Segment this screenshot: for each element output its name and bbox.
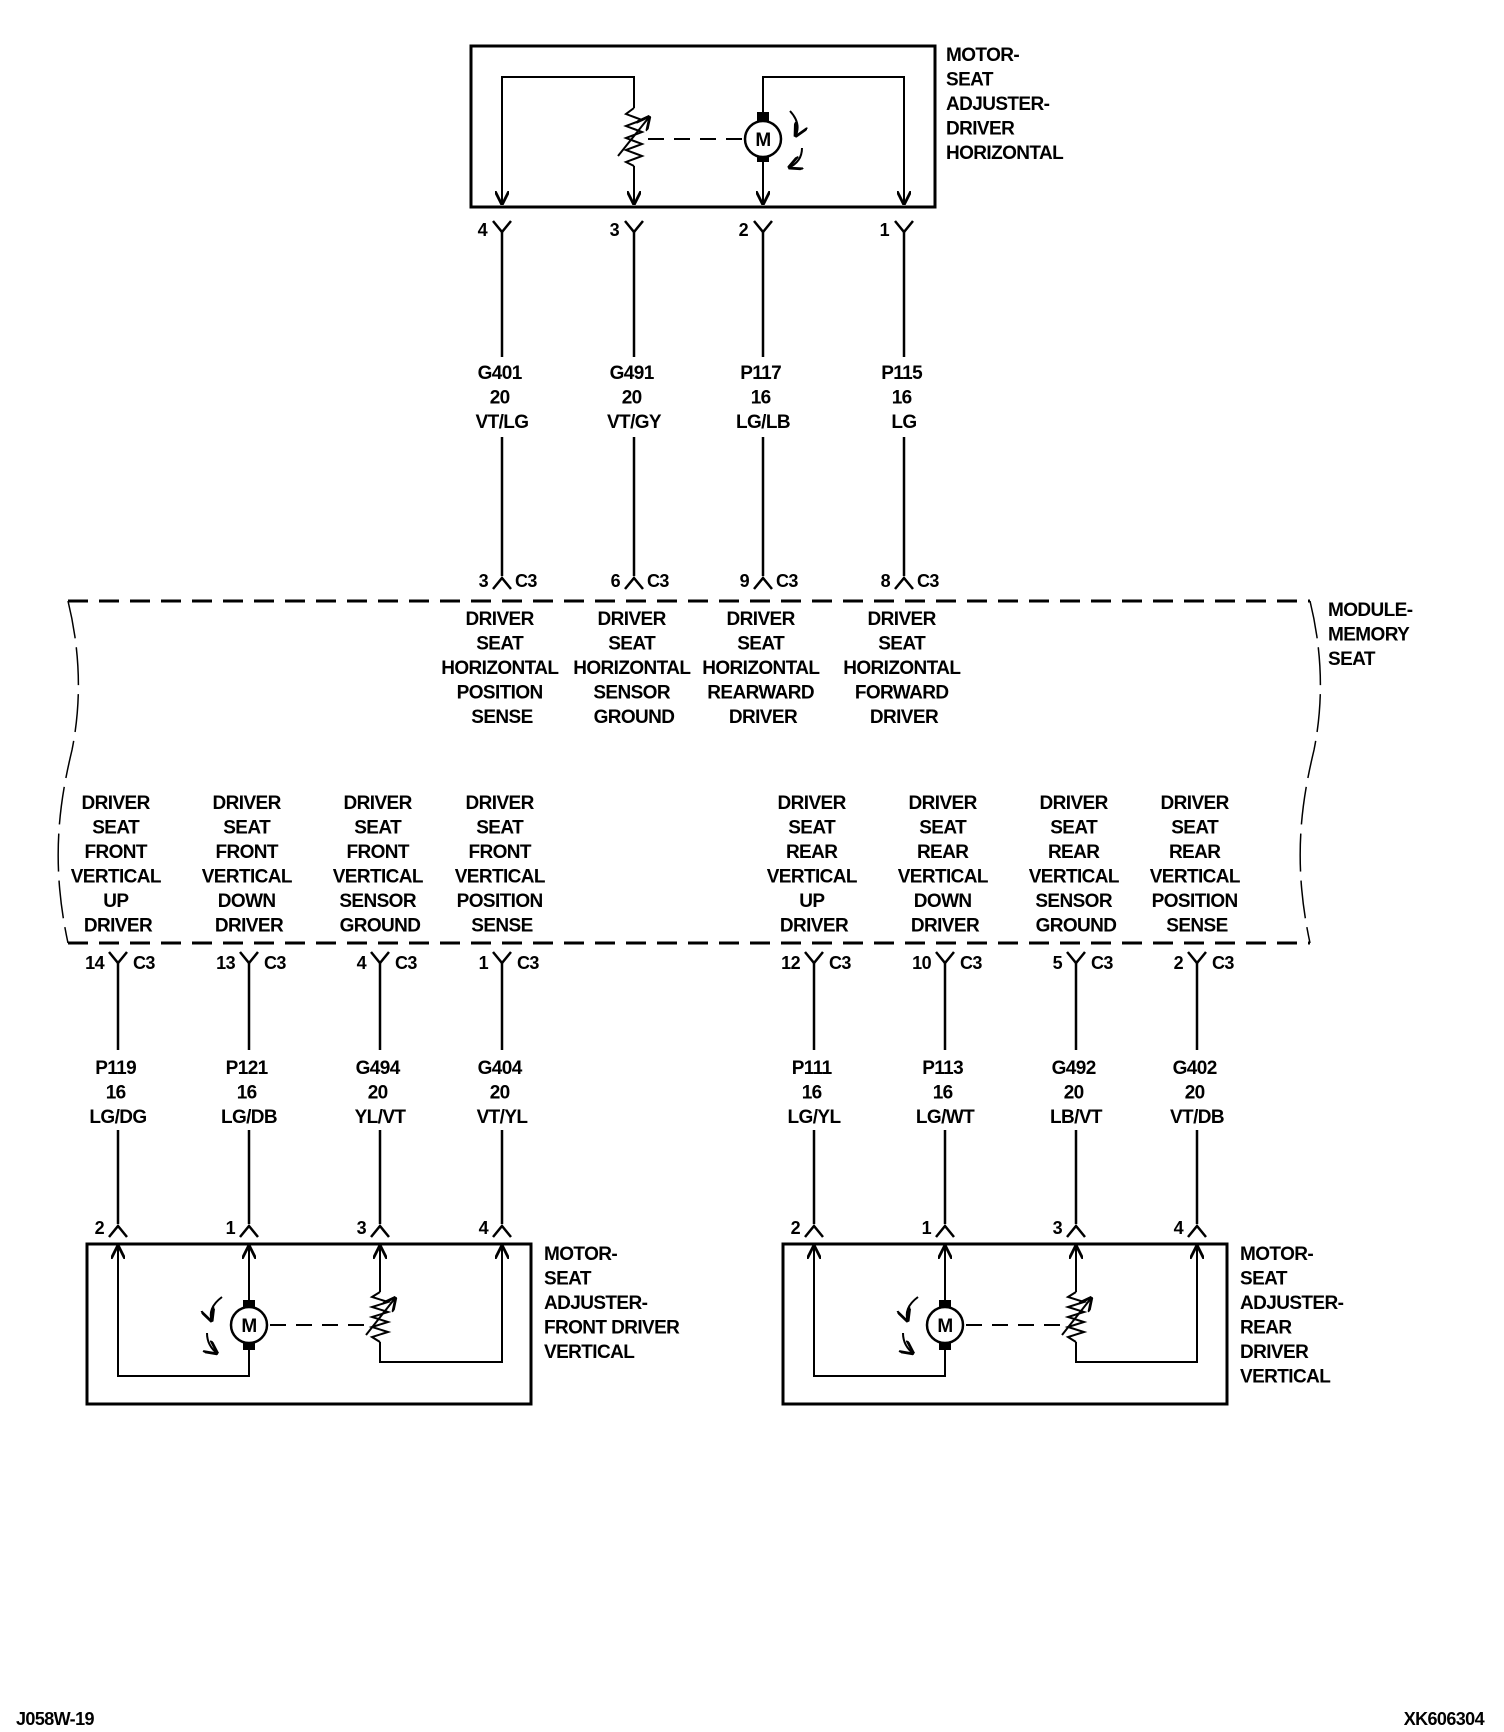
pin-function: DRIVER SEAT HORIZONTAL SENSOR GROUND [573, 609, 694, 728]
rotation-arrow-icon [788, 147, 802, 168]
wire-label: P121 16 LG/DB [221, 1058, 277, 1128]
front-motor-box [85, 1242, 533, 1406]
motor-seat-adjuster-front-driver-vertical: M MOTOR- SEAT ADJUSTER- FRONT DRIVER VER… [85, 1242, 684, 1406]
wire-label: G401 20 VT/LG [476, 363, 529, 433]
rotation-arrow-icon [211, 1296, 223, 1322]
pin-number: 1 [226, 1218, 236, 1238]
pin-number: 2 [739, 220, 749, 240]
horizontal-motor-label: M [755, 130, 770, 151]
wire-label: P119 16 LG/DG [89, 1058, 146, 1128]
pin-number: 5 [1053, 953, 1063, 973]
pin-function: DRIVER SEAT REAR VERTICAL POSITION SENSE [1150, 793, 1245, 937]
pin-number: 1 [479, 953, 489, 973]
pin-function: DRIVER SEAT FRONT VERTICAL DOWN DRIVER [202, 793, 297, 937]
pin-number: 2 [791, 1218, 801, 1238]
pin-number: 6 [611, 571, 621, 591]
motor-seat-adjuster-rear-driver-vertical: M MOTOR- SEAT ADJUSTER- REAR DRIVER VERT… [781, 1242, 1348, 1406]
connector-id: C3 [829, 953, 851, 973]
horizontal-motor-name: MOTOR- SEAT ADJUSTER- DRIVER HORIZONTAL [946, 45, 1064, 164]
module-top-connector: 3 C3 6 C3 9 C3 8 C3 [479, 571, 940, 591]
connector-id: C3 [1212, 953, 1234, 973]
connector-id: C3 [960, 953, 982, 973]
connector-id: C3 [515, 571, 537, 591]
pin-number: 13 [216, 953, 235, 973]
horizontal-motor-box [469, 44, 937, 209]
pin-function: DRIVER SEAT REAR VERTICAL SENSOR GROUND [1029, 793, 1124, 937]
pin-number: 3 [610, 220, 620, 240]
connector-id: C3 [517, 953, 539, 973]
connector-id: C3 [917, 571, 939, 591]
pin-function: DRIVER SEAT FRONT VERTICAL UP DRIVER [71, 793, 166, 937]
pin-number: 1 [922, 1218, 932, 1238]
pin-number: 8 [881, 571, 891, 591]
pin-function: DRIVER SEAT REAR VERTICAL UP DRIVER [767, 793, 862, 937]
front-motor-label: M [241, 1316, 256, 1337]
connector-id: C3 [647, 571, 669, 591]
rotation-arrow-icon [903, 1332, 914, 1354]
module-name: MODULE- MEMORY SEAT [1328, 600, 1417, 670]
pin-number: 4 [479, 1218, 489, 1238]
pin-number: 4 [1174, 1218, 1184, 1238]
connector-id: C3 [776, 571, 798, 591]
pin-function: DRIVER SEAT REAR VERTICAL DOWN DRIVER [898, 793, 993, 937]
motor-seat-adjuster-driver-horizontal: M MOTOR- SEAT ADJUSTER- DRIVER HORIZONTA… [469, 44, 1065, 209]
vertical-wires: P119 16 LG/DG P121 16 LG/DB G494 20 YL/V… [89, 963, 1225, 1224]
pin-number: 4 [478, 220, 488, 240]
pin-number: 2 [95, 1218, 105, 1238]
rotation-arrow-icon [789, 110, 798, 137]
wire-label: G491 20 VT/GY [607, 363, 662, 433]
pin-number: 3 [479, 571, 489, 591]
pin-function: DRIVER SEAT HORIZONTAL REARWARD DRIVER [702, 609, 823, 728]
pin-number: 10 [912, 953, 931, 973]
connector-id: C3 [1091, 953, 1113, 973]
front-motor-name: MOTOR- SEAT ADJUSTER- FRONT DRIVER VERTI… [544, 1244, 684, 1363]
pin-number: 14 [85, 953, 104, 973]
rotation-arrow-icon [907, 1296, 919, 1322]
pin-function: DRIVER SEAT HORIZONTAL POSITION SENSE [441, 609, 562, 728]
pin-function: DRIVER SEAT FRONT VERTICAL POSITION SENS… [455, 793, 550, 937]
pin-number: 4 [357, 953, 367, 973]
vertical-motor-connectors: 2 1 3 4 2 1 3 4 [95, 1218, 1207, 1238]
wire-label: P117 16 LG/LB [736, 363, 790, 433]
rear-motor-box [781, 1242, 1229, 1406]
pin-number: 3 [1053, 1218, 1063, 1238]
pin-function: DRIVER SEAT FRONT VERTICAL SENSOR GROUND [333, 793, 428, 937]
rear-motor-label: M [937, 1316, 952, 1337]
diagram-id: XK606304 [1404, 1709, 1485, 1729]
wire-label: G404 20 VT/YL [477, 1058, 529, 1128]
pin-number: 1 [880, 220, 890, 240]
connector-id: C3 [264, 953, 286, 973]
connector-id: C3 [133, 953, 155, 973]
wire-label: P111 16 LG/YL [788, 1058, 842, 1128]
pin-number: 2 [1174, 953, 1184, 973]
module-bottom-connector: 14 C3 13 C3 4 C3 1 C3 12 C3 10 C3 5 C3 2… [85, 951, 1235, 973]
horizontal-motor-icon [743, 119, 783, 159]
pin-function: DRIVER SEAT HORIZONTAL FORWARD DRIVER [843, 609, 964, 728]
pin-number: 12 [781, 953, 800, 973]
connector-id: C3 [395, 953, 417, 973]
rotation-arrow-icon [207, 1332, 218, 1354]
module-memory-seat: MODULE- MEMORY SEAT DRIVER SEAT HORIZONT… [57, 599, 1417, 945]
wire-label: G402 20 VT/DB [1170, 1058, 1224, 1128]
pin-number: 9 [740, 571, 750, 591]
horizontal-motor-connector: 4 3 2 1 [478, 220, 914, 240]
pin-number: 3 [357, 1218, 367, 1238]
front-motor-icon [229, 1305, 269, 1345]
wire-label: P113 16 LG/WT [916, 1058, 975, 1128]
horizontal-motor-internal-wire [501, 76, 635, 205]
rear-motor-name: MOTOR- SEAT ADJUSTER- REAR DRIVER VERTIC… [1240, 1244, 1348, 1388]
wire-label: G494 20 YL/VT [355, 1058, 407, 1128]
wire-label: G492 20 LB/VT [1050, 1058, 1103, 1128]
horizontal-wires: G401 20 VT/LG G491 20 VT/GY P117 16 LG/L… [476, 232, 927, 576]
wire-label: P115 16 LG [881, 363, 927, 433]
rear-motor-icon [925, 1305, 965, 1345]
diagram-code: J058W-19 [16, 1709, 94, 1729]
